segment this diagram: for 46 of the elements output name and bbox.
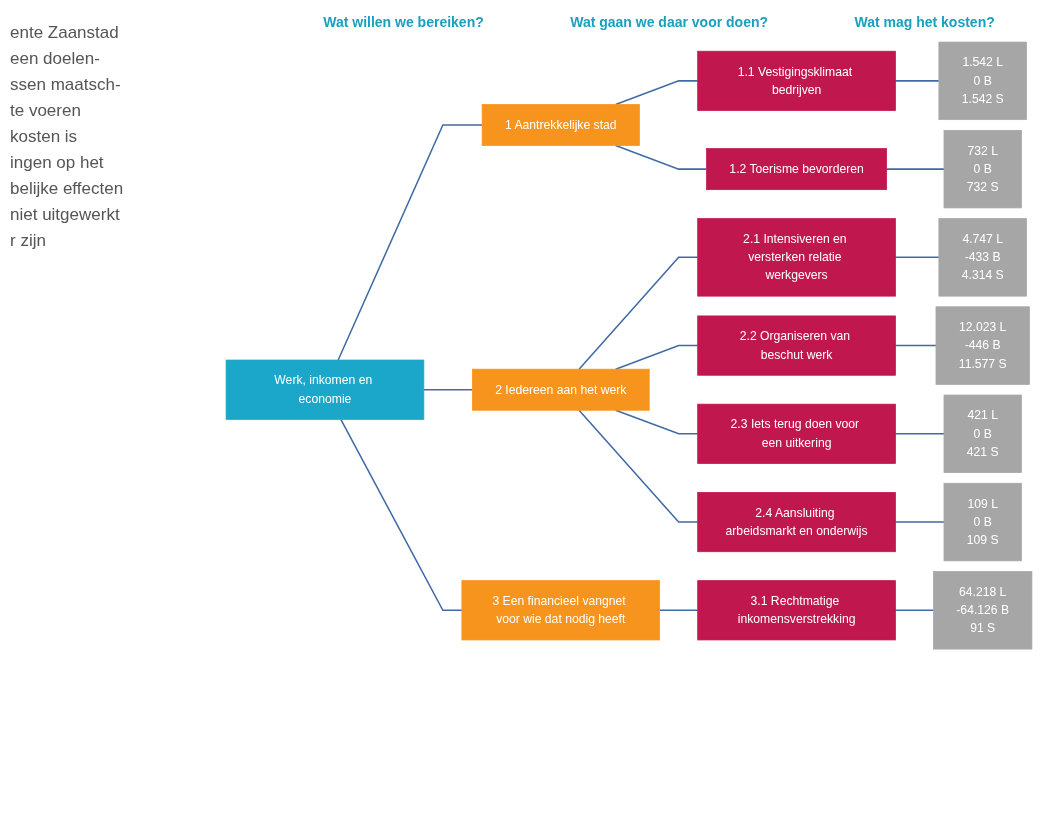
- node-box: 2.4 Aansluiting arbeidsmarkt en onderwijs: [697, 492, 896, 553]
- node-box: Werk, inkomen en economie: [225, 359, 425, 420]
- connector: [894, 609, 935, 612]
- connector: [423, 388, 474, 391]
- node-box: 732 L 0 B 732 S: [943, 129, 1022, 209]
- connector: [894, 433, 945, 435]
- node-box: 1.1 Vestigingsklimaat bedrijven: [697, 50, 896, 111]
- connector: [894, 521, 945, 523]
- node-box: 1.2 Toerisme bevorderen: [706, 148, 887, 191]
- connector: [894, 256, 940, 259]
- connector: [614, 344, 699, 370]
- node-box: 1 Aantrekkelijke stad: [481, 104, 640, 146]
- paragraph-line: ente Zaanstad: [10, 22, 120, 44]
- connector: [885, 168, 945, 170]
- node-box: 2.3 Iets terug doen voor een uitkering: [697, 403, 896, 464]
- connector: [337, 124, 483, 361]
- node-box: 3 Een financieel vangnet voor wie dat nodig heeft: [461, 580, 661, 641]
- connector: [614, 144, 708, 170]
- connector: [894, 80, 940, 82]
- node-box: 4.747 L -433 B 4.314 S: [938, 218, 1027, 297]
- paragraph-line: ingen op het: [10, 152, 105, 174]
- connector: [894, 344, 937, 347]
- connector: [614, 80, 699, 106]
- node-box: 64.218 L -64.126 B 91 S: [933, 571, 1033, 650]
- node-box: 109 L 0 B 109 S: [943, 482, 1022, 562]
- paragraph-line: niet uitgewerkt: [10, 204, 121, 226]
- connector: [578, 256, 699, 370]
- paragraph-line: r zijn: [10, 230, 47, 252]
- column-heading: Wat mag het kosten?: [854, 14, 995, 30]
- node-box: 2.1 Intensiveren en versterken relatie werkgevers: [697, 218, 896, 297]
- paragraph-line: belijke effecten: [10, 178, 125, 200]
- node-box: 2.2 Organiseren van beschut werk: [697, 315, 896, 376]
- connector: [340, 418, 463, 612]
- node-box: 12.023 L -446 B 11.577 S: [935, 306, 1030, 385]
- node-box: 3.1 Rechtmatige inkomensverstrekking: [697, 580, 896, 641]
- column-heading: Wat willen we bereiken?: [323, 14, 484, 30]
- node-box: 421 L 0 B 421 S: [943, 394, 1022, 473]
- connector: [658, 609, 699, 612]
- paragraph-line: te voeren: [10, 100, 82, 122]
- paragraph-line: ssen maatsch-: [10, 74, 122, 96]
- paragraph-line: kosten is: [10, 126, 79, 148]
- paragraph-line: een doelen-: [10, 48, 101, 70]
- node-box: 2 Iedereen aan het werk: [471, 368, 650, 411]
- node-box: 1.542 L 0 B 1.542 S: [938, 41, 1027, 121]
- connector: [578, 409, 699, 523]
- column-heading: Wat gaan we daar voor doen?: [570, 14, 769, 30]
